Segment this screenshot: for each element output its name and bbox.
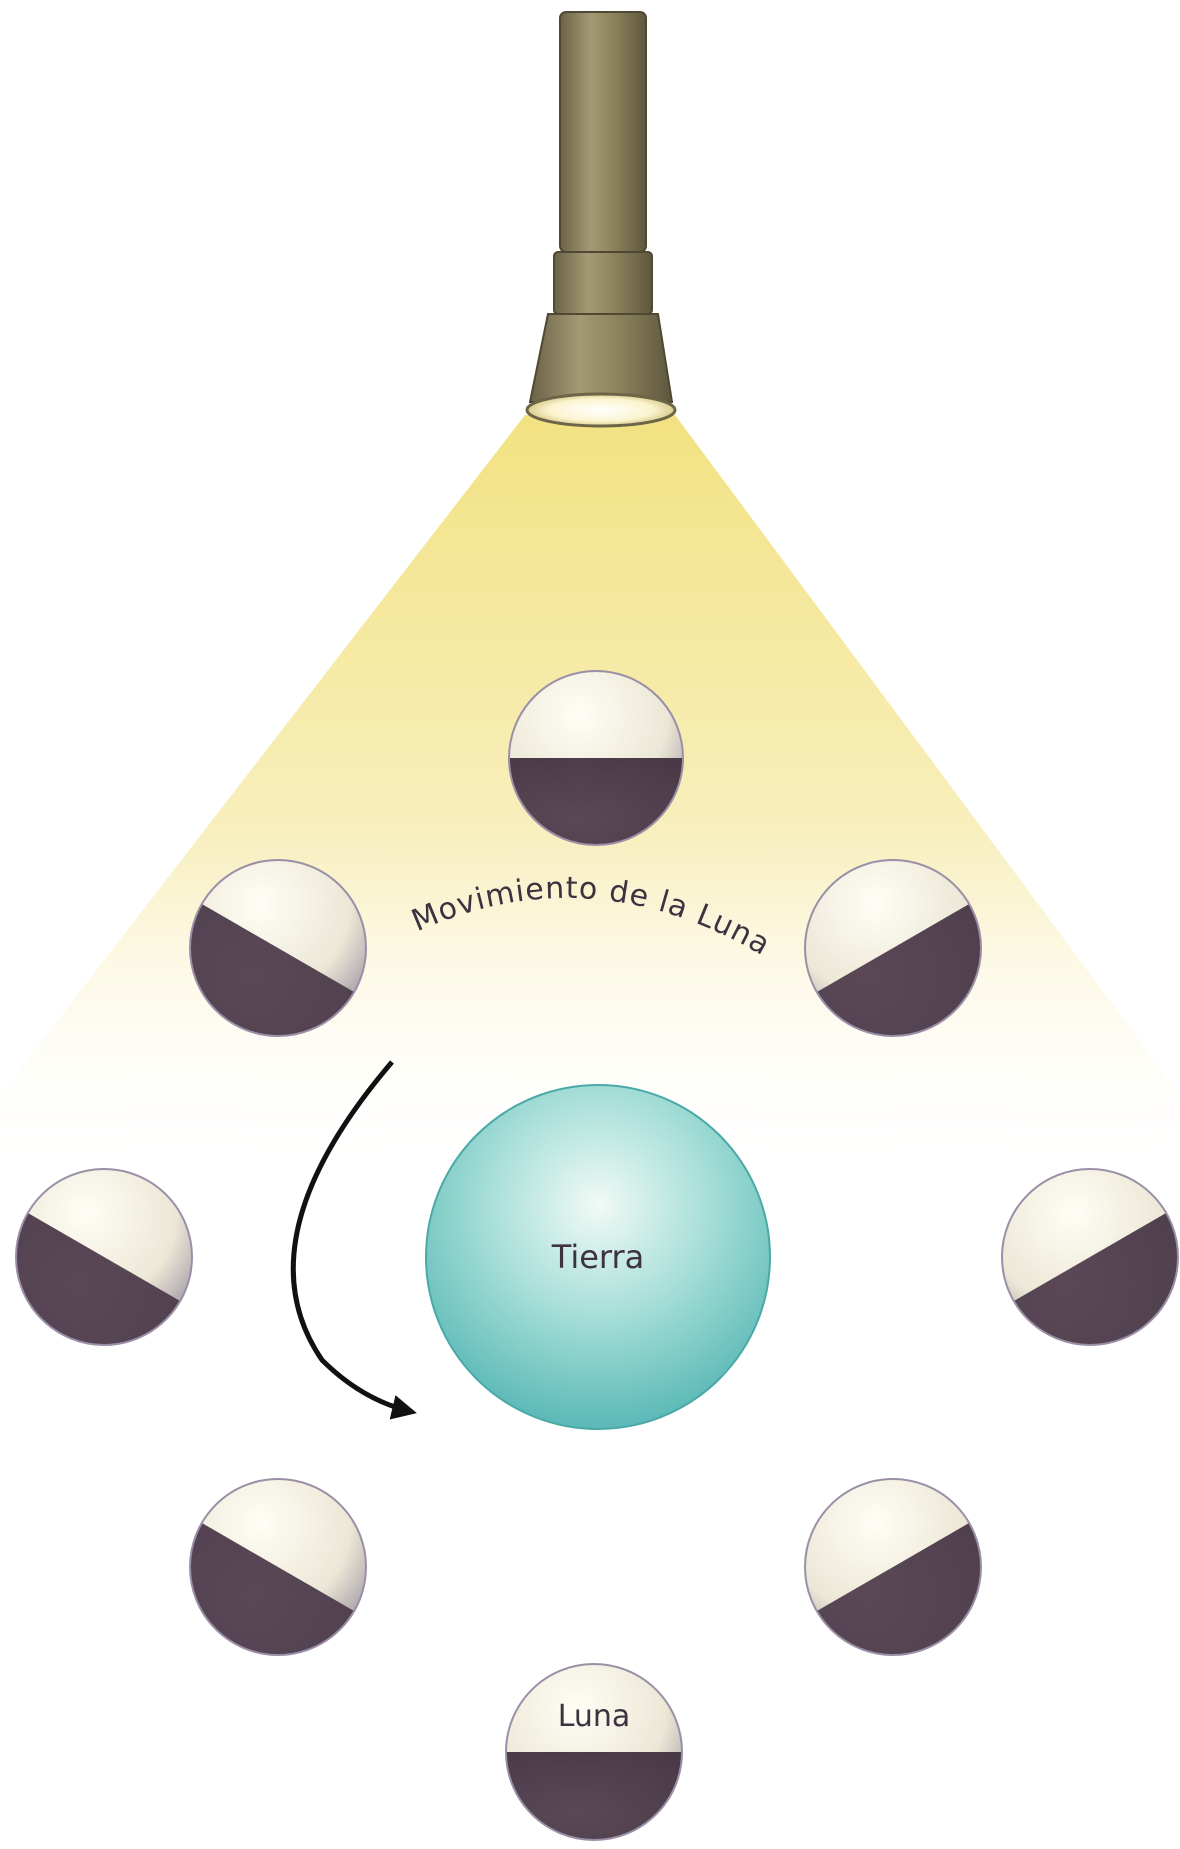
moon-bottom [418,1664,770,1849]
moon-dark-half [418,1752,770,1849]
earth-label: Tierra [551,1238,645,1276]
moon-label: Luna [558,1699,631,1734]
flashlight-icon [527,12,675,426]
moon-lower-right [640,1421,1145,1849]
moon-lower-left [25,1421,530,1849]
